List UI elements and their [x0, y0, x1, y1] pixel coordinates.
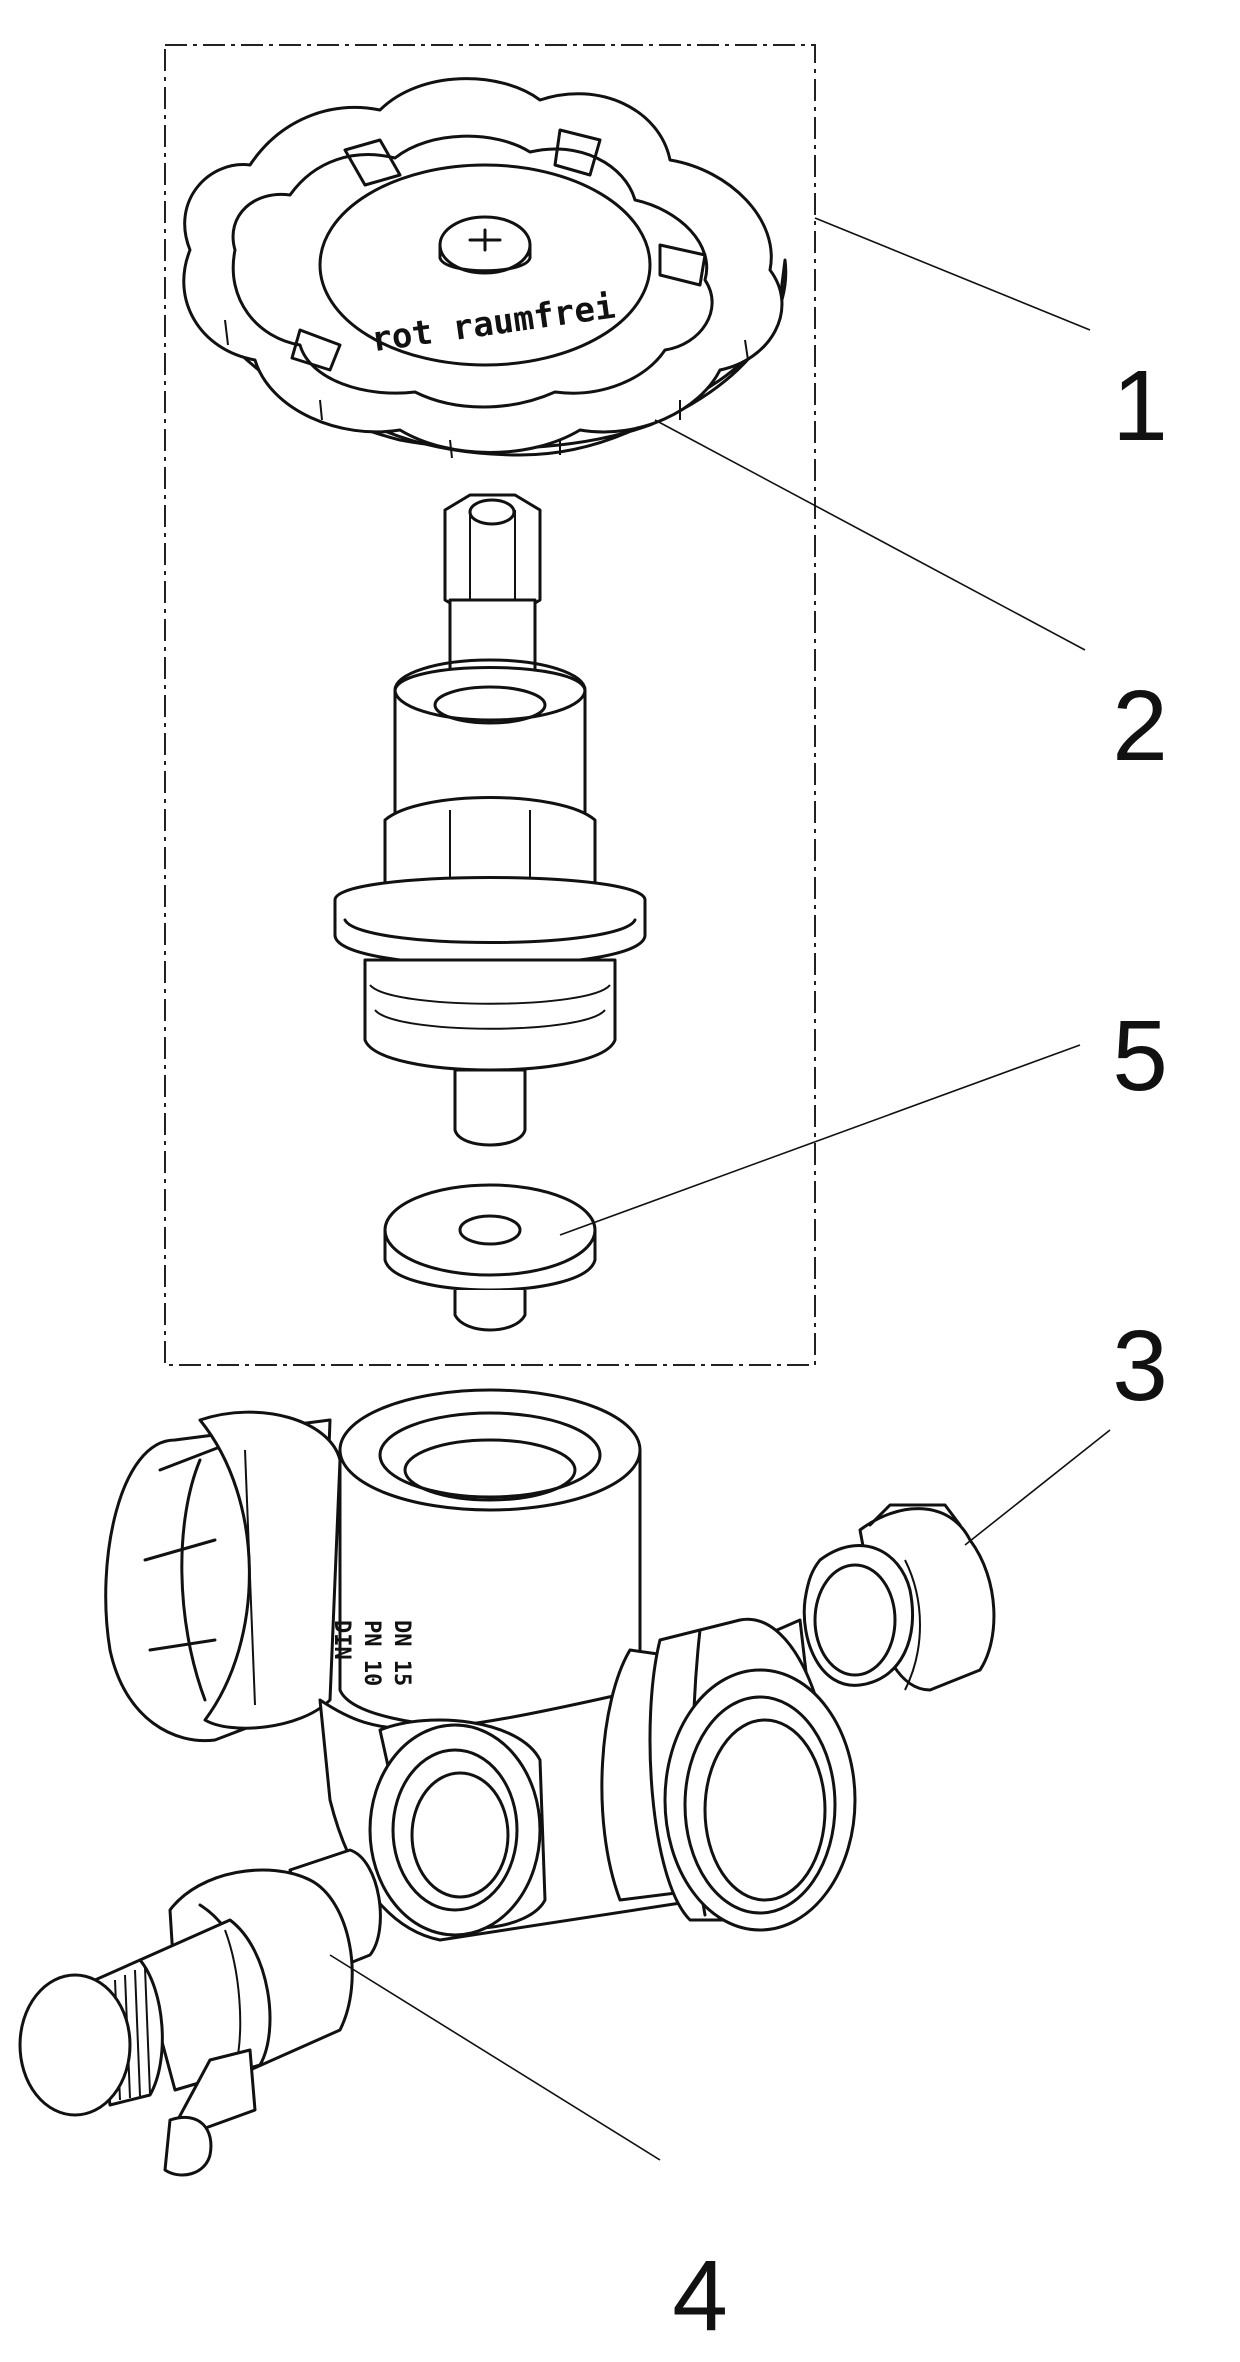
callout-3: 3 [1112, 1310, 1168, 1422]
leader-line-5 [559, 1044, 1081, 1236]
callout-2: 2 [1112, 670, 1168, 782]
body-marking-1: DN 15 [389, 1620, 414, 1686]
drain-valve [18, 1848, 382, 2177]
valve-cartridge [333, 493, 647, 1147]
leader-line-1 [814, 217, 1091, 331]
leader-line-4 [329, 1954, 661, 2161]
callout-5: 5 [1112, 1000, 1168, 1112]
valve-washer [383, 1183, 597, 1332]
body-marking-2: PN 10 [359, 1620, 384, 1686]
valve-body: DN 15 PN 10 DIN [104, 1388, 857, 1942]
end-plug [802, 1503, 996, 1692]
leader-line-3 [964, 1429, 1111, 1546]
assembly-frame [164, 44, 816, 1366]
callout-1: 1 [1112, 350, 1168, 462]
body-marking-3: DIN [329, 1620, 354, 1660]
callout-4: 4 [672, 2240, 728, 2352]
handwheel: rot raumfrei [182, 77, 788, 459]
leader-line-2 [654, 419, 1086, 651]
